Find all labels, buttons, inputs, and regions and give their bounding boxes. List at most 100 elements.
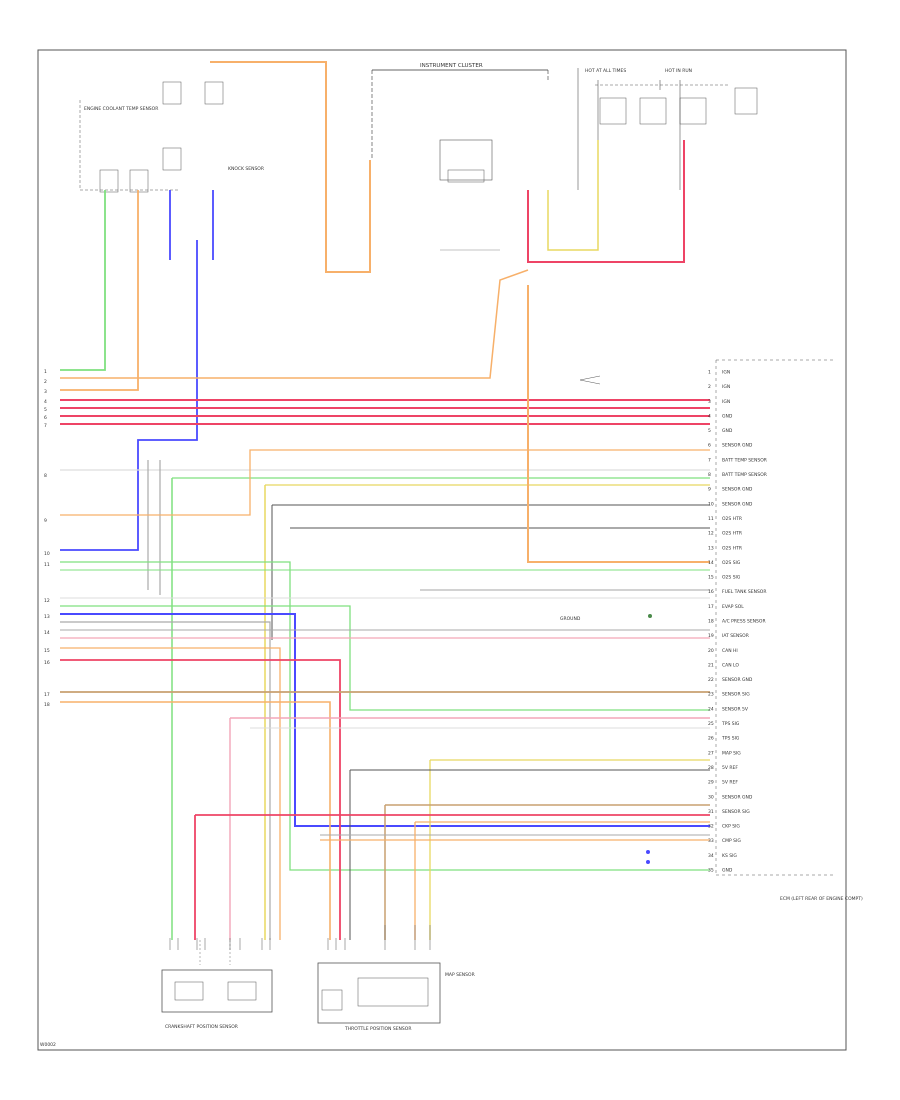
svg-text:4: 4 — [44, 399, 47, 405]
ecm-pin-label: SENSOR GND — [722, 443, 753, 449]
ecm-pin-number: 3 — [708, 399, 711, 405]
ecm-pin-number: 18 — [708, 619, 714, 625]
ecm-pin-label: IAT SENSOR — [722, 633, 749, 639]
ecm-pin-number: 34 — [708, 853, 714, 859]
ecm-pin-number: 13 — [708, 545, 714, 551]
svg-text:14: 14 — [44, 630, 50, 636]
ecm-pin-label: O2S HTR — [722, 531, 742, 537]
ecm-pin-number: 16 — [708, 589, 714, 595]
ecm-pin-number: 33 — [708, 838, 714, 844]
throttle-sensor-label: THROTTLE POSITION SENSOR — [344, 1026, 411, 1032]
ecm-pin-number: 2 — [708, 384, 711, 390]
ecm-pin-number: 1 — [708, 370, 711, 376]
ecm-pin-label: FUEL TANK SENSOR — [722, 589, 766, 595]
ecm-pin-label: SENSOR GND — [722, 794, 753, 800]
ecm-pin-number: 7 — [708, 457, 711, 463]
svg-text:6: 6 — [44, 415, 47, 421]
svg-text:15: 15 — [44, 648, 50, 654]
ecm-pin-label: EVAP SOL — [722, 604, 744, 610]
ecm-pin-number: 27 — [708, 750, 714, 756]
ecm-label: ECM (LEFT REAR OF ENGINE COMPT) — [780, 896, 863, 902]
svg-text:9: 9 — [44, 518, 47, 524]
ecm-pin-label: CMP SIG — [722, 838, 741, 844]
fuse-label-2: HOT IN RUN — [665, 68, 692, 74]
map-sensor-label: MAP SENSOR — [445, 972, 475, 978]
ecm-pin-label: KS SIG — [722, 853, 737, 859]
ecm-pin-label: BATT TEMP SENSOR — [722, 457, 767, 463]
ecm-pin-number: 21 — [708, 662, 714, 668]
crankshaft-sensor-box — [161, 969, 273, 1013]
ecm-pin-label: O2S SIG — [722, 575, 741, 581]
ecm-pin-number: 8 — [708, 472, 711, 478]
ecm-pin-label: GND — [722, 868, 733, 874]
ecm-pin-number: 14 — [708, 560, 714, 566]
ecm-pin-label: A/C PRESS SENSOR — [722, 619, 766, 625]
ecm-pin-number: 23 — [708, 692, 714, 698]
ecm-pin-number: 6 — [708, 443, 711, 449]
diagram-frame — [37, 49, 847, 1051]
ecm-pin-label: SENSOR SIG — [722, 809, 750, 815]
ecm-pin-number: 20 — [708, 648, 714, 654]
ecm-pin-label: GND — [722, 428, 733, 434]
svg-text:1: 1 — [44, 369, 47, 375]
ecm-pin-number: 4 — [708, 413, 711, 419]
ecm-pin-number: 10 — [708, 501, 714, 507]
ecm-pin-number: 25 — [708, 721, 714, 727]
ecm-pin-number: 11 — [708, 516, 714, 522]
ecm-pin-number: 24 — [708, 706, 714, 712]
ecm-pin-number: 32 — [708, 824, 714, 830]
ecm-pin-label: TPS SIG — [721, 736, 740, 742]
corner-code: W0002 — [40, 1042, 56, 1048]
svg-text:18: 18 — [44, 702, 50, 708]
ecm-pin-number: 28 — [708, 765, 714, 771]
ground-note: GROUND — [560, 616, 581, 622]
ecm-pin-number: 15 — [708, 575, 714, 581]
ecm-pin-number: 35 — [708, 868, 714, 874]
svg-text:17: 17 — [44, 692, 50, 698]
throttle-sensor-box — [317, 962, 441, 1024]
svg-text:7: 7 — [44, 423, 47, 429]
ecm-pin-number: 9 — [708, 487, 711, 493]
ecm-pin-number: 30 — [708, 794, 714, 800]
ecm-pin-number: 17 — [708, 604, 714, 610]
svg-text:8: 8 — [44, 473, 47, 479]
ecm-pin-label: SENSOR GND — [722, 677, 753, 683]
ecm-pin-label: GND — [722, 413, 733, 419]
instrument-cluster-label: INSTRUMENT CLUSTER — [420, 63, 483, 69]
ecm-pin-label: SENSOR GND — [722, 487, 753, 493]
svg-text:2: 2 — [44, 379, 47, 385]
ecm-pin-label: TPS SIG — [721, 721, 740, 727]
svg-text:16: 16 — [44, 660, 50, 666]
ecm-pin-label: CKP SIG — [722, 824, 740, 830]
svg-text:10: 10 — [44, 551, 50, 557]
ecm-pin-label: CAN LO — [722, 662, 739, 668]
ecm-pin-label: MAP SIG — [722, 750, 741, 756]
ecm-pin-label: SENSOR GND — [722, 501, 753, 507]
ecm-pin-label: 5V REF — [722, 780, 738, 786]
crankshaft-sensor-label: CRANKSHAFT POSITION SENSOR — [165, 1024, 238, 1030]
ecm-pin-label: 5V REF — [722, 765, 738, 771]
ecm-pin-label: SENSOR 5V — [722, 706, 749, 712]
ecm-pin-label: O2S SIG — [722, 560, 741, 566]
knock-sensor-label: KNOCK SENSOR — [228, 166, 264, 172]
ecm-pin-number: 22 — [708, 677, 714, 683]
ecm-pin-label: SENSOR SIG — [722, 692, 750, 698]
ecm-pin-number: 29 — [708, 780, 714, 786]
svg-text:13: 13 — [44, 614, 50, 620]
svg-text:12: 12 — [44, 598, 50, 604]
ecm-pin-number: 26 — [708, 736, 714, 742]
ecm-pin-number: 31 — [708, 809, 714, 815]
ecm-pin-label: IGN — [722, 370, 730, 376]
ecm-pin-label: IGN — [722, 399, 730, 405]
fuse-label-1: HOT AT ALL TIMES — [585, 68, 626, 74]
ecm-pin-label: O2S HTR — [722, 516, 742, 522]
ecm-pin-number: 12 — [708, 531, 714, 537]
ecm-pin-label: IGN — [722, 384, 730, 390]
ecm-pin-number: 5 — [708, 428, 711, 434]
svg-text:3: 3 — [44, 389, 47, 395]
sensor-left-label: ENGINE COOLANT TEMP SENSOR — [84, 106, 158, 112]
ecm-pin-label: BATT TEMP SENSOR — [722, 472, 767, 478]
svg-text:5: 5 — [44, 407, 47, 413]
